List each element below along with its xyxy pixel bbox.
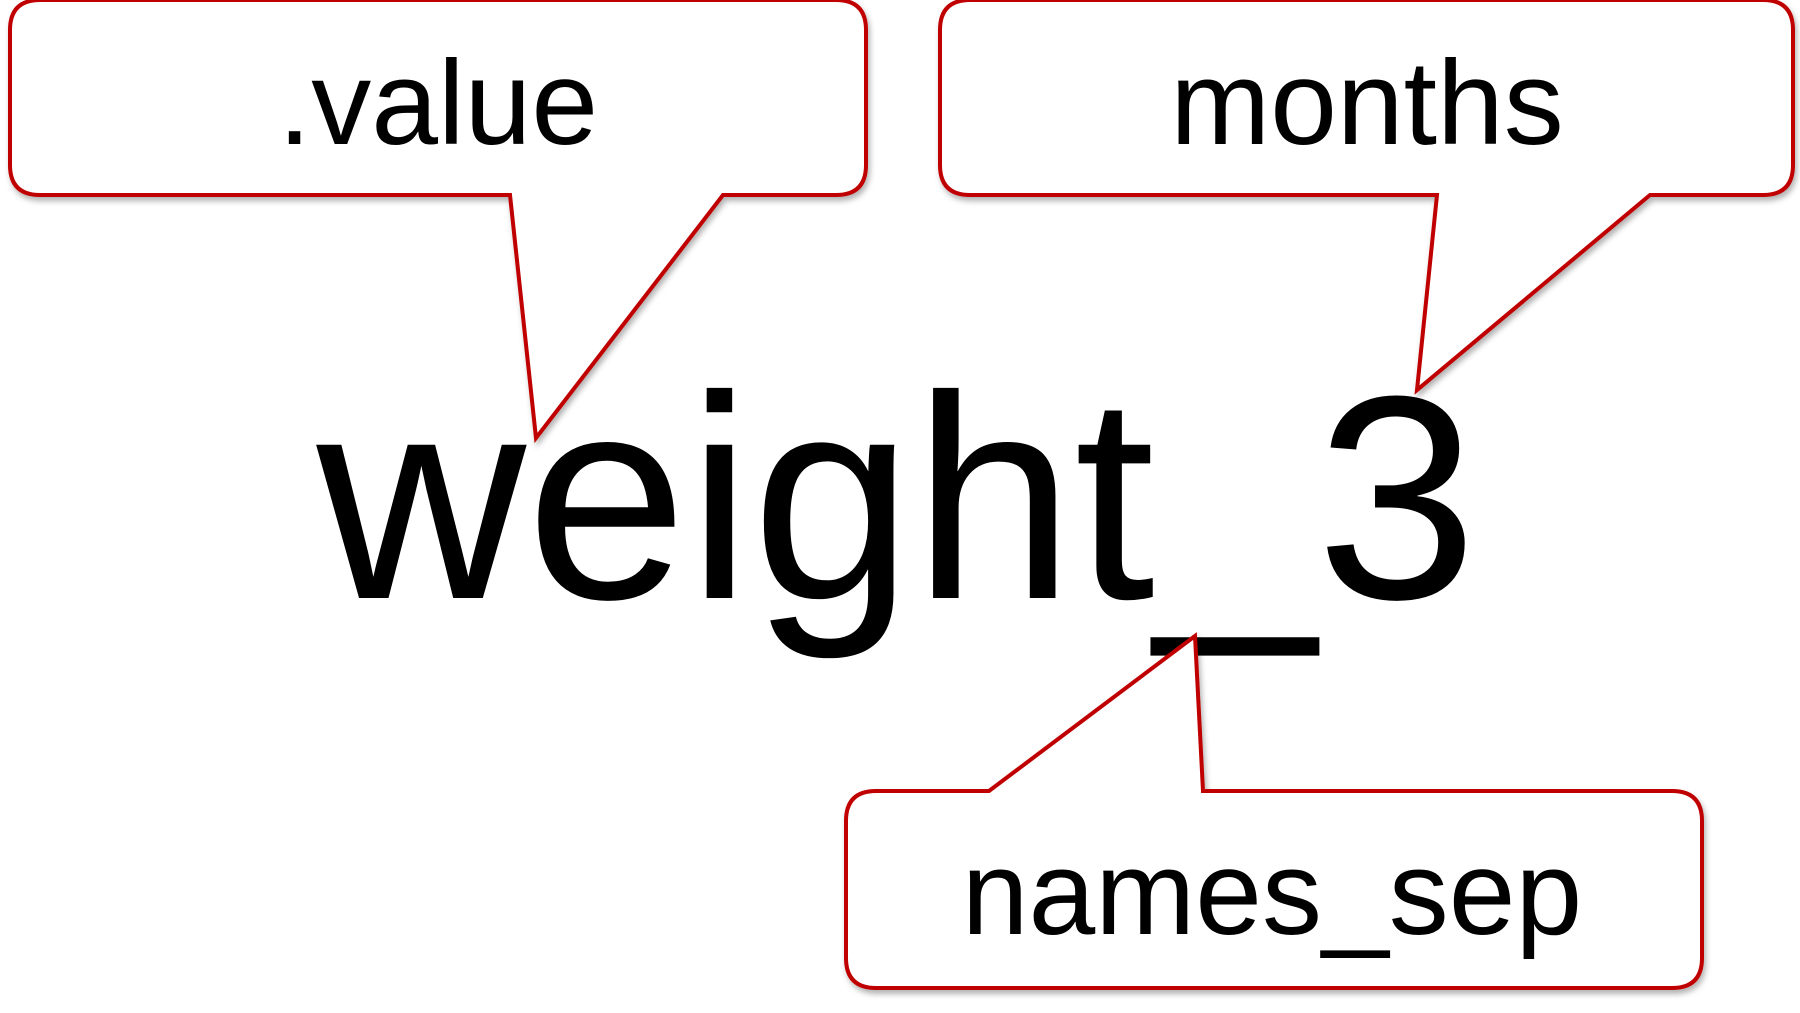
callout-names-sep-label: names_sep — [962, 826, 1582, 960]
callout-months: months — [938, 0, 1795, 395]
callout-names-sep-bubble — [844, 632, 1704, 990]
main-label: weight_3 — [312, 336, 1477, 661]
callout-months-bubble — [938, 0, 1795, 395]
callout-value-label: .value — [278, 36, 598, 170]
callout-names-sep: names_sep — [844, 632, 1704, 990]
callout-months-label: months — [1170, 36, 1564, 170]
callout-value-bubble — [8, 0, 868, 444]
callout-value: .value — [8, 0, 868, 444]
